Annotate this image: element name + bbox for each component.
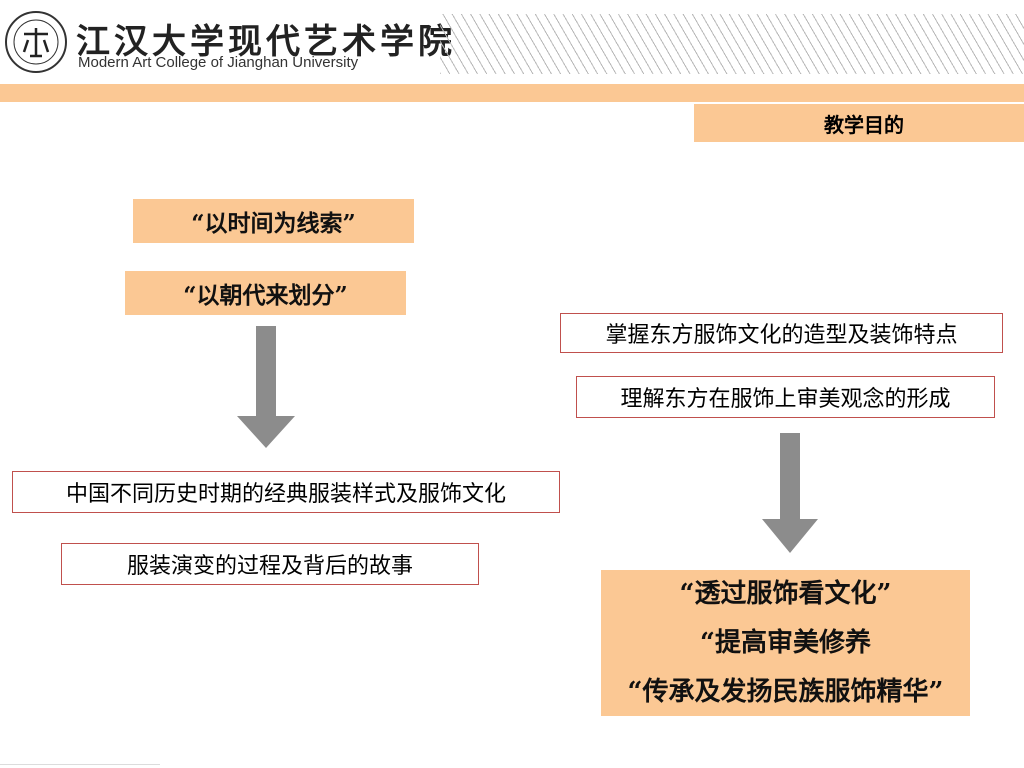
header-band — [0, 84, 1024, 102]
summary-goal-aesthetic: “提高审美修养 — [700, 627, 871, 658]
summary-goals: “透过服饰看文化” “提高审美修养 “传承及发扬民族服饰精华” — [601, 570, 970, 716]
university-seal-icon — [5, 11, 67, 73]
header-stripes — [440, 14, 1024, 74]
result-evolution-story: 服装演变的过程及背后的故事 — [61, 543, 479, 585]
college-name-cn: 江汉大学现代艺术学院 — [76, 22, 456, 62]
down-arrow-icon — [762, 433, 818, 553]
section-title: 教学目的 — [694, 104, 1024, 142]
goal-master-features: 掌握东方服饰文化的造型及装饰特点 — [560, 313, 1003, 353]
header: 江汉大学现代艺术学院 Modern Art College of Jiangha… — [0, 0, 1024, 84]
down-arrow-icon — [237, 326, 295, 448]
summary-goal-heritage: “传承及发扬民族服饰精华” — [627, 676, 944, 707]
quote-dynasty: “以朝代来划分” — [125, 271, 406, 315]
goal-understand-aesthetics: 理解东方在服饰上审美观念的形成 — [576, 376, 995, 418]
result-classic-styles: 中国不同历史时期的经典服装样式及服饰文化 — [12, 471, 560, 513]
quote-timeline: “以时间为线索” — [133, 199, 414, 243]
college-name-en: Modern Art College of Jianghan Universit… — [78, 54, 359, 71]
summary-goal-culture: “透过服饰看文化” — [679, 578, 892, 609]
footer-divider — [0, 764, 160, 765]
